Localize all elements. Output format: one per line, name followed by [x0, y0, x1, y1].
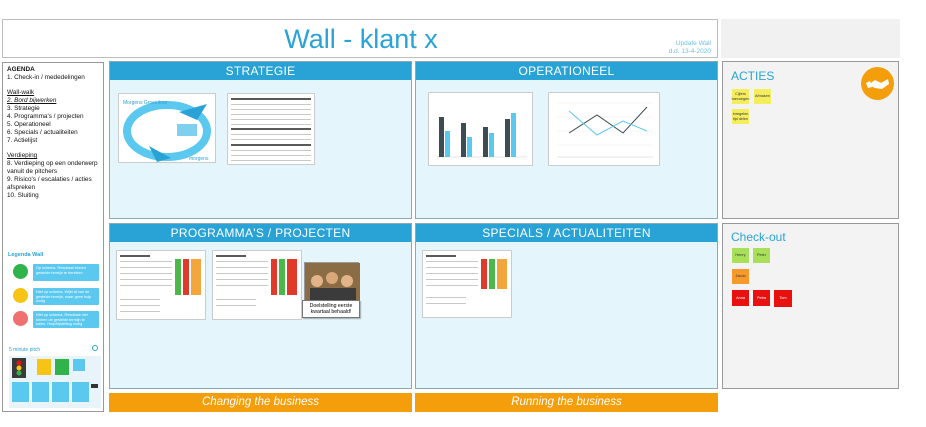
line-chart-thumbnail[interactable] [548, 92, 660, 166]
pitch-image [9, 356, 101, 408]
legend-red-note: Niet op schema. Resultaat niet binnen de… [33, 311, 99, 328]
operationeel-header: OPERATIONEEL [416, 62, 717, 80]
action-sticky[interactable]: Cijfers toevoegen [732, 89, 749, 104]
page-title: Wall - klant x [284, 24, 438, 54]
checkout-sticky[interactable]: Jacob [732, 269, 749, 284]
agenda-item: 8. Verdieping op een onderwerp vanuit de… [7, 160, 98, 175]
project-status-sheet-1[interactable] [116, 250, 206, 320]
checkout-sticky[interactable]: Petra [753, 290, 770, 306]
legend-title: Legenda Wall [8, 252, 44, 258]
update-date-label: d.d. 13-4-2020 [668, 48, 711, 55]
handshake-icon [861, 67, 894, 100]
legend-yellow-note: Niet op schema. Wijkt af van de gestelde… [33, 288, 99, 305]
agenda-section-verdieping: Verdieping [7, 152, 38, 159]
checkout-sticky[interactable]: Tom [774, 290, 792, 307]
pitch-illustration [12, 358, 98, 402]
acties-title: ACTIES [731, 69, 775, 83]
action-sticky[interactable]: Afmaken [754, 89, 771, 104]
specials-header: SPECIALS / ACTUALITEITEN [416, 224, 717, 242]
agenda-section-wallwalk: Wall-walk [7, 89, 35, 96]
brand-label: morgens [189, 156, 209, 162]
checkout-panel: Check-out Henry Peter Jacob Anna Petra T… [722, 223, 899, 389]
agenda-list: AGENDA 1. Check-in / mededelingen Wall-w… [7, 66, 103, 200]
programmas-quadrant: PROGRAMMA'S / PROJECTEN [109, 223, 412, 389]
agenda-item: 1. Check-in / mededelingen [7, 74, 85, 81]
handshake-glyph [866, 79, 889, 89]
header-right-panel [721, 19, 900, 58]
agenda-item: 6. Specials / actualiteiten [7, 129, 78, 136]
checkout-sticky[interactable]: Henry [732, 248, 749, 263]
legend-green-note: Op schema. Resultaat binnen gestelde ter… [33, 264, 99, 281]
agenda-item: 2. Bord bijwerken [7, 97, 57, 104]
specials-status-sheet[interactable] [422, 250, 512, 318]
agenda-panel: AGENDA 1. Check-in / mededelingen Wall-w… [2, 62, 104, 412]
checkout-title: Check-out [731, 230, 786, 244]
red-status-dot [13, 311, 28, 326]
action-sticky[interactable]: Inregelen tijd delen [732, 109, 749, 124]
changing-business-band: Changing the business [109, 393, 412, 412]
update-date: Update Wall d.d. 13-4-2020 [669, 40, 711, 56]
agenda-item: 10. Sluiting [7, 192, 39, 199]
strategie-header: STRATEGIE [110, 62, 411, 80]
checkout-sticky[interactable]: Anna [732, 290, 749, 306]
green-status-dot [13, 264, 28, 279]
goal-achieved-callout: Doelstelling eerste kwartaal behaald! [302, 300, 360, 318]
programmas-header: PROGRAMMA'S / PROJECTEN [110, 224, 411, 242]
pitch-title: 5 minute pitch [9, 347, 41, 353]
operationeel-quadrant: OPERATIONEEL [415, 61, 718, 219]
bar-chart-image [437, 113, 527, 158]
update-label: Update Wall [675, 40, 711, 47]
line-chart-image [557, 102, 653, 158]
diagram-title: Morgens Groeiritme [123, 100, 167, 106]
strategie-quadrant: STRATEGIE Morgens Groeiritme morgens [109, 61, 412, 219]
agenda-item: 3. Strategie [7, 105, 40, 112]
agenda-item: 9. Risico's / escalaties / acties afspre… [7, 176, 92, 191]
project-status-sheet-2[interactable] [212, 250, 302, 320]
bar-chart-thumbnail[interactable] [428, 92, 533, 166]
yellow-status-dot [13, 288, 28, 303]
checkout-sticky[interactable]: Peter [753, 248, 770, 263]
specials-quadrant: SPECIALS / ACTUALITEITEN [415, 223, 718, 389]
expand-icon[interactable] [92, 345, 98, 351]
agenda-item: 7. Actielijst [7, 137, 38, 144]
agenda-item: 4. Programma's / projecten [7, 113, 84, 120]
agenda-item: 5. Operationeel [7, 121, 51, 128]
growth-cycle-diagram: Morgens Groeiritme morgens [123, 100, 211, 162]
title-bar: Wall - klant x Update Wall d.d. 13-4-202… [2, 19, 718, 58]
running-business-band: Running the business [415, 393, 718, 412]
strategy-diagram-thumbnail[interactable]: Morgens Groeiritme morgens [118, 93, 216, 163]
strategy-table-thumbnail[interactable] [227, 93, 315, 165]
acties-panel: ACTIES Cijfers toevoegen Afmaken Inregel… [722, 61, 899, 219]
agenda-heading: AGENDA [7, 66, 35, 73]
